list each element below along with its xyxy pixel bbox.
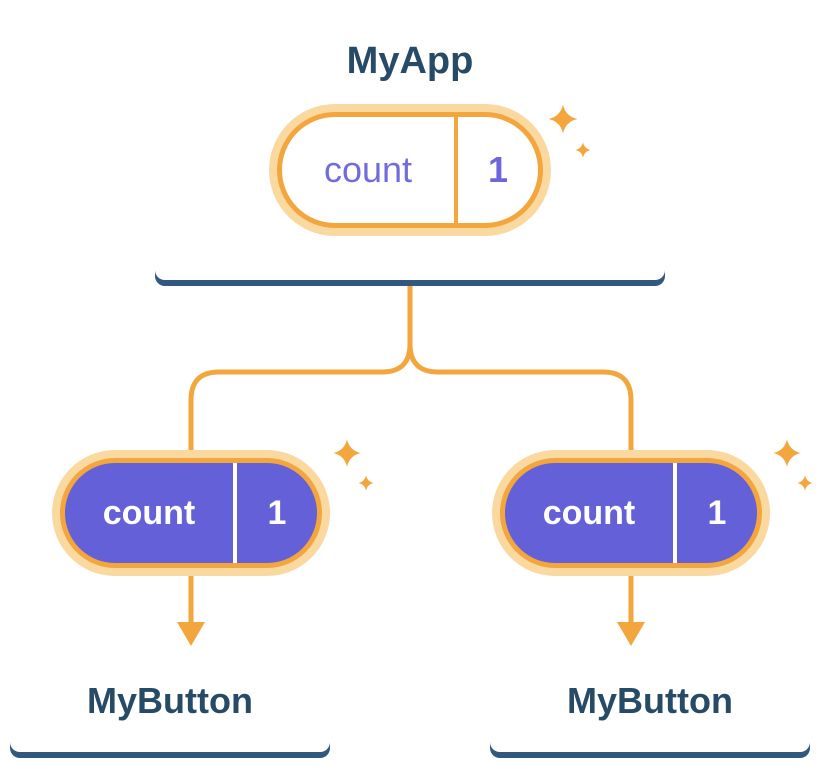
mybutton-card-right: MyButton <box>490 650 810 752</box>
branch-line-right <box>407 281 634 473</box>
state-pill-right: count 1 <box>500 458 762 568</box>
down-arrow-icon <box>177 569 205 646</box>
myapp-card: MyApp count 1 <box>155 8 665 280</box>
pill-divider <box>233 463 237 563</box>
state-pill-left: count 1 <box>60 458 322 568</box>
sparkle-icon <box>773 439 813 491</box>
state-label: count <box>102 493 196 532</box>
sparkle-icon <box>333 439 374 491</box>
branch-line-left <box>188 281 413 473</box>
component-title: MyApp <box>346 40 474 82</box>
state-label: count <box>323 148 413 190</box>
state-value: 1 <box>707 493 727 532</box>
pill-divider <box>454 116 458 223</box>
state-pill-root: count 1 <box>277 111 543 228</box>
state-value: 1 <box>487 148 509 190</box>
state-value: 1 <box>267 493 287 532</box>
state-label: count <box>542 493 636 532</box>
mybutton-card-left: MyButton <box>10 650 330 752</box>
component-title: MyButton <box>567 680 733 722</box>
down-arrow-icon <box>617 569 645 646</box>
component-title: MyButton <box>87 680 253 722</box>
pill-divider <box>673 463 677 563</box>
